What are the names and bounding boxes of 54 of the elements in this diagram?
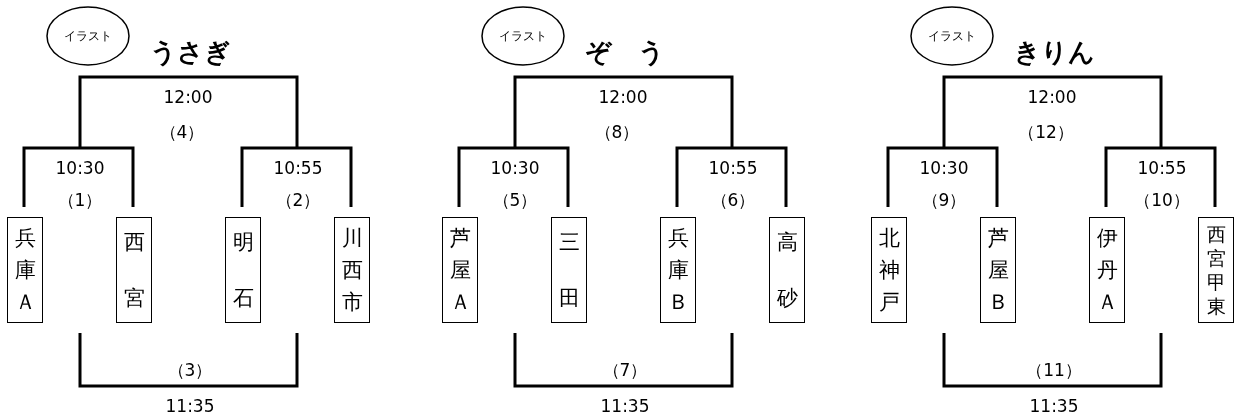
group-title: ぞ う	[585, 37, 665, 67]
placeholder-label: イラスト	[928, 27, 976, 45]
match-time: 12:00	[163, 87, 213, 107]
match-time: 12:00	[598, 87, 648, 107]
team-name: 芦屋Ｂ	[987, 225, 1009, 316]
match-time: 11:35	[1029, 396, 1079, 416]
match-number: （9）	[921, 190, 967, 210]
team-name-box	[660, 217, 696, 323]
team-name: 兵庫Ａ	[14, 225, 36, 316]
team-name-box	[7, 217, 43, 323]
match-number: （4）	[159, 122, 205, 142]
team-name-box	[442, 217, 478, 323]
team-name-box	[980, 217, 1016, 323]
match-time: 11:35	[600, 396, 650, 416]
group-title: きりん	[1014, 37, 1095, 67]
match-time: 12:00	[1027, 87, 1077, 107]
match-number: （1）	[57, 190, 103, 210]
team-name-box	[116, 217, 152, 323]
match-time: 10:55	[1137, 158, 1187, 178]
team-name-box	[769, 217, 805, 323]
match-number: （6）	[710, 190, 756, 210]
placeholder-label: イラスト	[64, 27, 112, 45]
team-name-box	[225, 217, 261, 323]
match-time: 10:30	[490, 158, 540, 178]
team-name-box	[871, 217, 907, 323]
match-number: （7）	[602, 360, 648, 380]
team-name-box	[1089, 217, 1125, 323]
team-name: 川西市	[341, 225, 363, 316]
group-title: うさぎ	[150, 37, 231, 67]
placeholder-label: イラスト	[499, 27, 547, 45]
team-name: 西宮	[123, 229, 145, 312]
team-name: 北神戸	[878, 225, 900, 316]
team-name: 兵庫Ｂ	[667, 225, 689, 316]
team-name: 西宮甲東	[1205, 222, 1227, 318]
match-time: 10:30	[919, 158, 969, 178]
team-name-box	[1198, 217, 1234, 323]
team-name: 高砂	[776, 229, 798, 312]
match-number: （10）	[1134, 190, 1190, 210]
team-name: 三田	[558, 229, 580, 312]
team-name: 伊丹Ａ	[1096, 225, 1118, 316]
team-name-box	[551, 217, 587, 323]
match-time: 11:35	[165, 396, 215, 416]
match-time: 10:30	[55, 158, 105, 178]
team-name: 明石	[232, 229, 254, 312]
match-number: （8）	[594, 122, 640, 142]
match-number: （11）	[1026, 360, 1082, 380]
team-name-box	[334, 217, 370, 323]
match-time: 10:55	[708, 158, 758, 178]
match-number: （3）	[167, 360, 213, 380]
team-name: 芦屋Ａ	[449, 225, 471, 316]
match-time: 10:55	[273, 158, 323, 178]
match-number: （2）	[275, 190, 321, 210]
match-number: （5）	[492, 190, 538, 210]
match-number: （12）	[1018, 122, 1074, 142]
